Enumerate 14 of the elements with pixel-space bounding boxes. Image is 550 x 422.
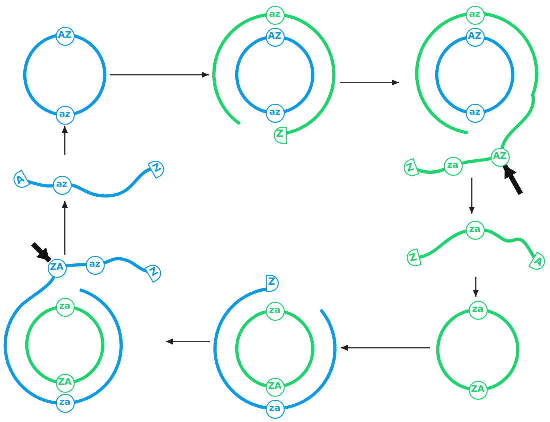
end-cap: A: [528, 251, 548, 273]
pointer-arrow: [31, 242, 52, 263]
arrow: [340, 80, 399, 86]
end-cap: Z: [404, 248, 422, 268]
arrow: [473, 277, 479, 297]
pointer-arrow: [502, 164, 524, 196]
end-cap: Z: [266, 274, 278, 292]
arrow: [110, 72, 209, 78]
arrow: [62, 201, 68, 255]
end-cap: Z: [274, 126, 286, 144]
arrow: [469, 178, 475, 214]
arrow: [341, 345, 430, 351]
arrow: [62, 126, 68, 155]
arrow: [166, 338, 210, 345]
